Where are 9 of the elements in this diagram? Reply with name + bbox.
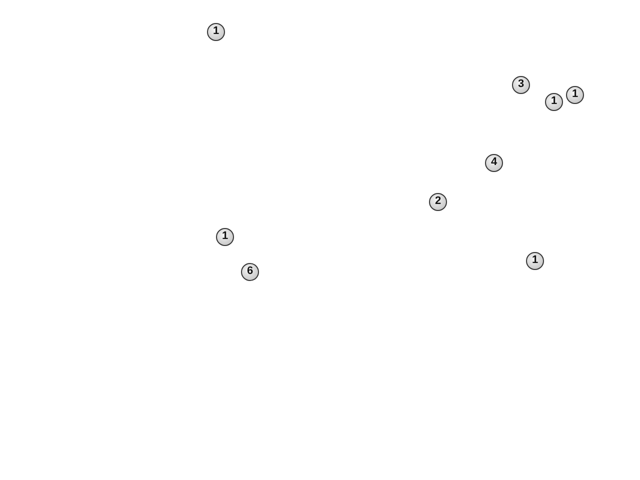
callout-number: 2 bbox=[429, 193, 447, 211]
callout-number: 1 bbox=[545, 93, 563, 111]
callout-number: 6 bbox=[241, 263, 259, 281]
callout-number: 3 bbox=[512, 76, 530, 94]
callout-number: 1 bbox=[566, 86, 584, 104]
callout-number: 4 bbox=[485, 154, 503, 172]
callout-number: 1 bbox=[207, 23, 225, 41]
callout-number: 1 bbox=[526, 252, 544, 270]
callout-number: 1 bbox=[216, 228, 234, 246]
